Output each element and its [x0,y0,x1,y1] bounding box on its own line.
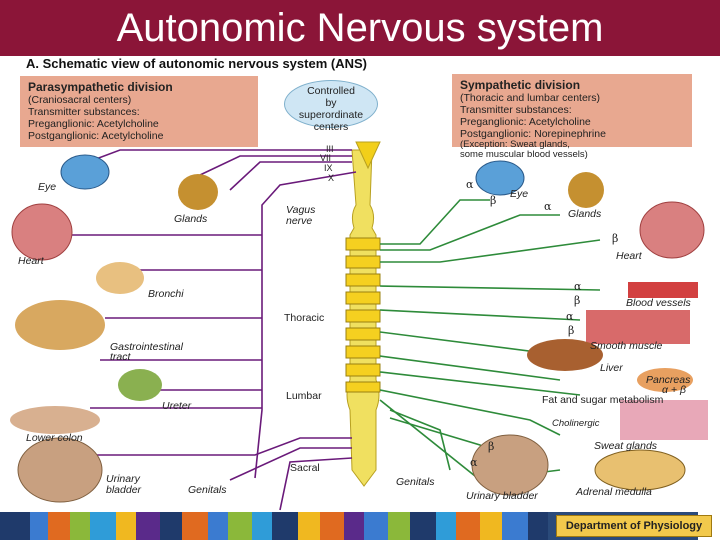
eye-left-image [60,154,110,190]
parasympathetic-line: Preganglionic: Acetylcholine [28,118,159,130]
adrenal-medulla-label: Adrenal medulla [576,486,652,498]
blood-vessels-label: Blood vessels [626,297,691,309]
cholinergic-label: Cholinergic [552,418,600,429]
controlled-centers-bubble: Controlled by superordinate centers [284,80,378,133]
sympathetic-line: Transmitter substances: [460,104,572,116]
liver-label: Liver [600,362,623,374]
ureter-label: Ureter [162,400,192,412]
pancreas-receptors-label: α + β [662,384,686,396]
sympathetic-chain [345,237,381,393]
receptor-alpha: α [466,178,474,191]
gi-tract-image [15,300,105,350]
vagus-line: nerve [286,215,313,227]
adrenal-image [594,449,686,491]
pancreas-image [637,368,693,392]
parasympathetic-title: Parasympathetic division [28,80,173,94]
lower-colon-label: Lower colon [26,432,83,444]
gi-tract-label: Gastrointestinal tract [110,341,183,363]
vagus-nerve-label: Vagus nerve [286,205,315,227]
receptor-beta: β [488,440,495,453]
receptor-beta: β [612,232,619,245]
cranial-nerve-label: VII [320,153,332,163]
receptor-alpha: α [544,200,552,213]
receptor-alpha: α [574,280,582,293]
eye-right-label: Eye [510,188,529,200]
receptor-alpha: α [470,456,478,469]
gi-line: tract [110,351,131,363]
glands-right-image [568,172,604,208]
ureter-image [118,369,162,401]
sweat-glands-label: Sweat glands [594,440,658,452]
sympathetic-box: Sympathetic division (Thoracic and lumba… [452,74,692,160]
sympathetic-line: (Exception: Sweat glands, [460,139,570,150]
glands-right-label: Glands [568,208,602,220]
slide-title: Autonomic Nervous system [116,6,604,50]
controlled-line: centers [313,121,349,133]
heart-left-label: Heart [18,255,44,267]
sympathetic-line: some muscular blood vessels) [460,149,588,160]
receptor-beta: β [568,324,575,337]
bronchi-label: Bronchi [148,288,184,300]
parasympathetic-line: (Craniosacral centers) [28,94,132,106]
liver-image [527,339,603,371]
eye-left-label: Eye [38,181,57,193]
parasympathetic-line: Postganglionic: Acetylcholine [28,130,164,142]
controlled-line: by [325,97,337,109]
heart-right-label: Heart [616,250,642,262]
smooth-muscle-image [586,310,690,344]
skin-image [620,400,708,440]
heart-left-image [11,203,73,261]
heart-right-image [639,201,705,259]
sympathetic-line: Postganglionic: Norepinephrine [460,128,606,140]
diagram-subtitle: A. Schematic view of autonomic nervous s… [26,56,367,71]
smooth-muscle-label: Smooth muscle [590,340,663,352]
blood-vessels-image [628,282,698,298]
bladder-left-label: Urinary bladder [106,474,141,496]
receptor-alpha: α [566,310,574,323]
brainstem [355,141,381,170]
sympathetic-line: Preganglionic: Acetylcholine [460,116,591,128]
lower-colon-image [10,406,100,434]
glands-left-label: Glands [174,213,208,225]
sacral-label: Sacral [290,462,320,474]
bladder-left-image [17,437,103,503]
cranial-nerve-label: X [328,173,335,183]
bladder-line: bladder [106,484,142,496]
bladder-line: Urinary [106,473,140,485]
glands-left-image [178,174,218,210]
controlled-line: superordinate [298,109,364,121]
title-bar [0,0,720,56]
sympathetic-title: Sympathetic division [460,78,581,92]
thoracic-label: Thoracic [284,312,325,324]
genitals-left-label: Genitals [188,484,227,496]
department-label: Department of Physiology [556,515,712,537]
receptor-beta: β [490,194,497,207]
parasympathetic-line: Transmitter substances: [28,106,140,118]
bladder-right-image [471,434,549,496]
controlled-line: Controlled [307,85,355,97]
gi-line: Gastrointestinal [110,341,183,353]
sympathetic-line: (Thoracic and lumbar centers) [460,92,601,104]
left-organ-images [10,154,218,503]
fat-sugar-label: Fat and sugar metabolism [542,394,664,406]
bronchi-image [96,262,144,294]
genitals-right-label: Genitals [396,476,435,488]
pancreas-label: Pancreas [646,374,691,386]
parasympathetic-box: Parasympathetic division (Craniosacral c… [20,76,258,147]
vagus-line: Vagus [286,204,316,216]
lumbar-label: Lumbar [286,390,322,402]
eye-right-image [475,160,525,196]
urinary-bladder-right-label: Urinary bladder [466,490,538,502]
right-organ-images [471,160,708,496]
receptor-beta: β [574,294,581,307]
cranial-nerve-label: IX [324,163,333,173]
cranial-nerve-label: III [326,144,334,154]
